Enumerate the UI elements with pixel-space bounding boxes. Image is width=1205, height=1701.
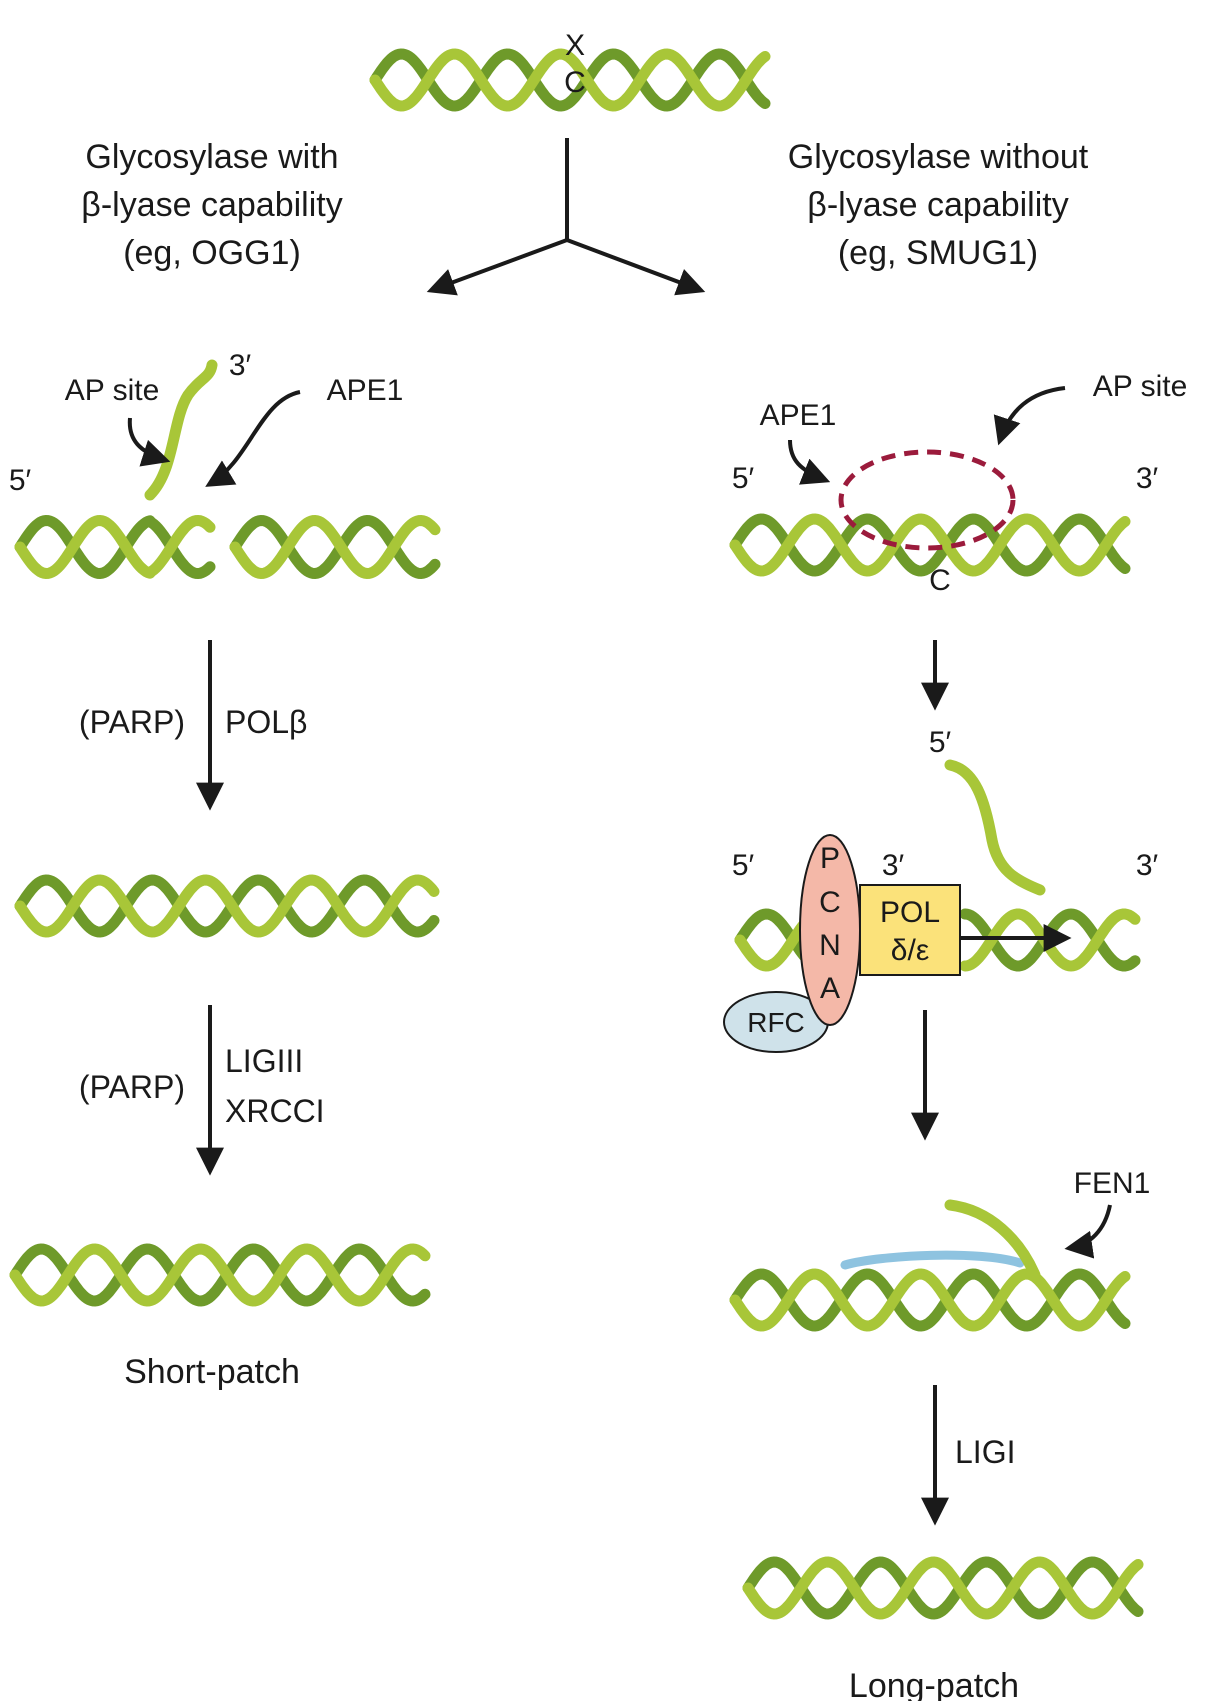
left-branch-title-line2: β-lyase capability (81, 186, 342, 224)
right-flap-cleavage-dna-helix (729, 1199, 1131, 1332)
new-synthesized-patch (840, 1250, 1025, 1270)
right-three-prime-label: 3′ (1136, 462, 1159, 495)
dna-strand-back (229, 514, 441, 580)
dna-strand-front (229, 514, 441, 580)
left-step2-ligiii-label: LIGIII (225, 1043, 303, 1079)
left-branch-title-line3: (eg, OGG1) (123, 234, 301, 272)
dna-strand-front (14, 874, 440, 938)
branch-arrows (426, 138, 706, 296)
fen1-flap-strand (944, 1199, 1041, 1281)
dna-strand-front (729, 1268, 1131, 1332)
dna-strand-back (729, 1268, 1131, 1332)
left-branch-title-line1: Glycosylase with (85, 138, 338, 176)
ap-site-flap-strand (144, 359, 218, 501)
long-patch-dna-helix (742, 1556, 1144, 1620)
pol-label-line2: δ/ε (891, 934, 929, 967)
right-branch-title-line1: Glycosylase without (788, 138, 1089, 176)
left-step2-parp-label: (PARP) (79, 1069, 185, 1105)
left-ap-site-pointer-arrow (127, 417, 171, 467)
dna-strand-back (9, 1243, 431, 1307)
dna-strand-back (369, 48, 771, 112)
dna-strand-back (742, 1556, 1144, 1620)
left-step1-polb-label: POLβ (225, 704, 307, 740)
flap-five-prime-label: 5′ (929, 726, 952, 759)
dna-strand-back (729, 513, 1131, 577)
short-patch-dna-helix (9, 1243, 431, 1307)
left-three-prime-label: 3′ (229, 349, 252, 382)
pcna-letter-a: A (820, 972, 840, 1005)
long-patch-label: Long-patch (849, 1667, 1019, 1701)
dna-strand-front (14, 514, 156, 580)
left-five-prime-label: 5′ (9, 464, 32, 497)
ap-site-ellipse (838, 449, 1016, 551)
left-ape1-label: APE1 (327, 374, 404, 407)
pol-inner-three-prime-label: 3′ (882, 849, 905, 882)
right-ap-site-label: AP site (1093, 370, 1188, 403)
top-dna-helix (369, 48, 771, 112)
right-ape1-label: APE1 (760, 399, 837, 432)
fen1-label: FEN1 (1074, 1167, 1151, 1200)
displaced-flap-strand (944, 759, 1046, 896)
dna-strand-back (144, 516, 216, 580)
left-gap-filled-dna-helix (14, 874, 440, 938)
right-branch-title-line3: (eg, SMUG1) (838, 234, 1038, 272)
left-step2-xrcci-label: XRCCI (225, 1093, 325, 1129)
dna-strand-back (14, 874, 440, 938)
mismatch-c-label: C (564, 66, 586, 99)
dna-strand-front (9, 1243, 431, 1307)
mismatch-x-label: X (565, 29, 585, 62)
pol-right-three-prime-label: 3′ (1136, 849, 1159, 882)
pol-delta-epsilon-box (859, 884, 961, 976)
fen1-pointer-arrow (1064, 1204, 1112, 1259)
left-nicked-dna-helix (14, 359, 441, 580)
right-c-base-label: C (929, 564, 951, 597)
right-ap-site-pointer-arrow (993, 386, 1066, 446)
right-branch-title-line2: β-lyase capability (807, 186, 1068, 224)
pcna-letter-n: N (819, 929, 841, 962)
dna-strand-front (369, 48, 771, 112)
dna-strand-front (144, 514, 216, 578)
right-ape1-pointer-arrow (788, 439, 831, 485)
ligi-label: LIGI (955, 1434, 1015, 1470)
right-five-prime-label: 5′ (732, 462, 755, 495)
pcna-letter-c: C (819, 886, 841, 919)
dna-strand-front (729, 513, 1131, 577)
pcna-letter-p: P (820, 842, 840, 875)
right-ap-site-dna-helix (729, 513, 1131, 577)
pol-five-prime-label: 5′ (732, 849, 755, 882)
short-patch-label: Short-patch (124, 1353, 300, 1391)
dna-strand-front (742, 1556, 1144, 1620)
pol-label-line1: POL (880, 896, 940, 929)
left-ap-site-label: AP site (65, 374, 160, 407)
left-step1-parp-label: (PARP) (79, 704, 185, 740)
left-ape1-pointer-arrow (205, 390, 301, 487)
rfc-label: RFC (747, 1007, 805, 1038)
